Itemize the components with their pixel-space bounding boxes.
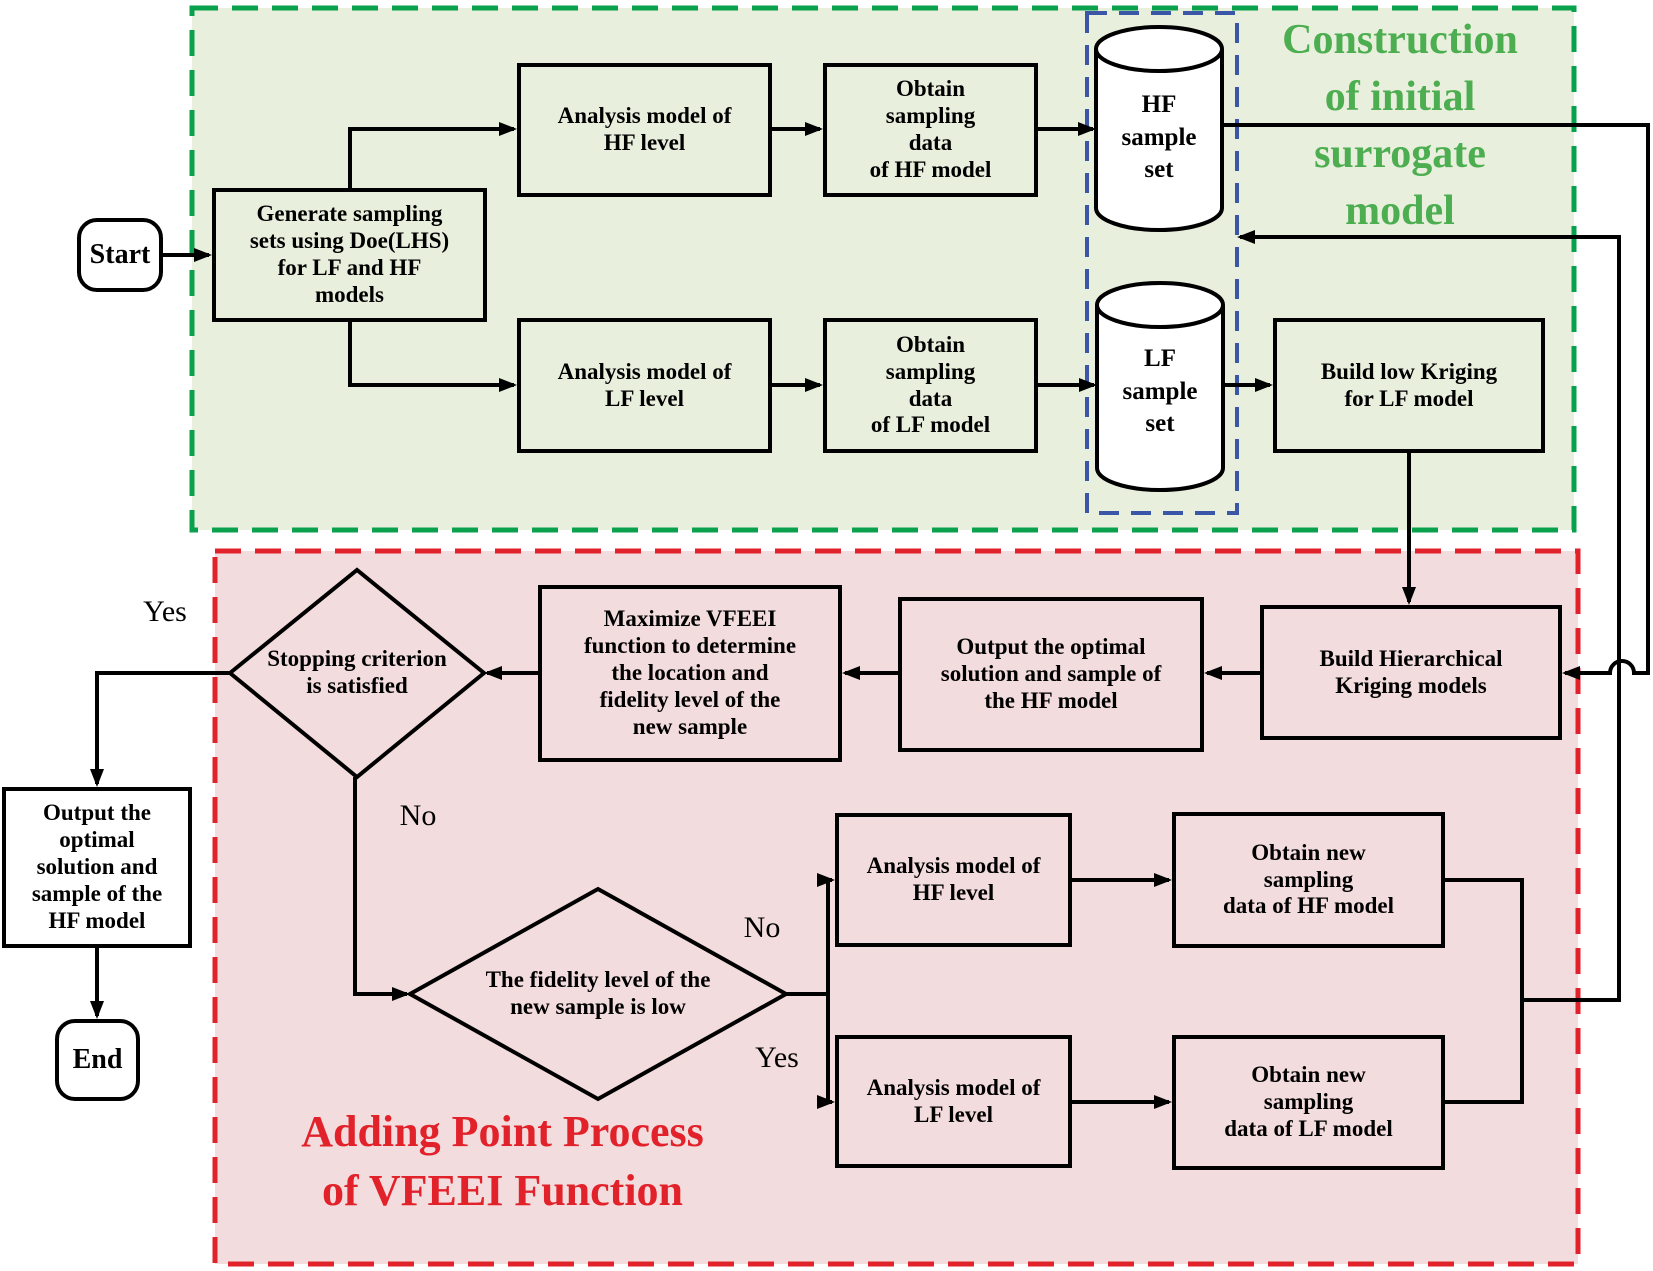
obtain-sampling-lf-node: Obtain sampling data of LF model [823,318,1038,453]
start-node: Start [77,218,163,292]
stopping-criterion-label: Stopping criterion is satisfied [267,646,447,698]
analysis-lf-bottom-node: Analysis model of LF level [835,1035,1072,1168]
arrow-stop-yes-to-output-left [90,671,230,787]
line-obtain-new-merge-bracket [1445,878,1524,1104]
arrow-fid-no-to-hf-analysis [817,873,835,994]
edge-label-yes-fidelity: Yes [755,1041,799,1074]
output-optimal-mid-node: Output the optimal solution and sample o… [898,597,1204,752]
output-optimal-left-label: Output the optimal solution and sample o… [31,800,163,933]
build-low-kriging-node: Build low Kriging for LF model [1273,318,1545,453]
analysis-lf-top-node: Analysis model of LF level [517,318,772,453]
end-node: End [55,1019,140,1101]
construction-region-title: Construction of initial surrogate model [1282,17,1518,234]
generate-sampling-label: Generate sampling sets using Doe(LHS) fo… [249,201,450,307]
obtain-sampling-lf-label: Obtain sampling data of LF model [870,331,991,438]
adding-point-region-title: Adding Point Process of VFEEI Function [301,1107,704,1215]
generate-sampling-node: Generate sampling sets using Doe(LHS) fo… [212,188,487,322]
start-label: Start [89,238,151,270]
obtain-sampling-hf-label: Obtain sampling data of HF model [869,76,992,182]
arrow-fid-yes-to-lf-analysis [817,994,835,1109]
analysis-hf-bottom-label: Analysis model of HF level [866,853,1041,905]
end-label: End [72,1043,123,1075]
obtain-new-hf-label: Obtain new sampling data of HF model [1223,839,1394,919]
hf-sample-set-label: HF sample set [1121,91,1197,184]
edge-label-no-stop: No [399,799,437,832]
analysis-lf-top-label: Analysis model of LF level [557,358,732,411]
analysis-hf-top-label: Analysis model of HF level [557,103,732,155]
obtain-sampling-hf-node: Obtain sampling data of HF model [823,63,1038,197]
obtain-new-lf-node: Obtain new sampling data of LF model [1172,1035,1445,1170]
analysis-hf-top-node: Analysis model of HF level [517,63,772,197]
maximize-vfeei-node: Maximize VFEEI function to determine the… [538,585,842,762]
maximize-vfeei-label: Maximize VFEEI function to determine the… [583,606,797,739]
analysis-lf-bottom-label: Analysis model of LF level [866,1074,1041,1127]
build-hierarchical-kriging-node: Build Hierarchical Kriging models [1260,605,1562,740]
output-optimal-mid-label: Output the optimal solution and sample o… [940,634,1162,713]
analysis-hf-bottom-node: Analysis model of HF level [835,813,1072,947]
arrow-generate-to-lf-analysis [348,322,517,392]
obtain-new-hf-node: Obtain new sampling data of HF model [1172,812,1445,948]
build-hierarchical-kriging-label: Build Hierarchical Kriging models [1319,645,1503,698]
build-low-kriging-label: Build low Kriging for LF model [1320,358,1498,411]
lf-sample-set-label: LF sample set [1122,345,1198,438]
arrow-generate-to-hf-analysis [348,122,517,188]
edge-label-yes-stop: Yes [143,595,187,628]
edge-label-no-fidelity: No [743,911,781,944]
fidelity-level-label: The fidelity level of the new sample is … [485,967,711,1019]
output-optimal-left-node: Output the optimal solution and sample o… [2,787,192,948]
obtain-new-lf-label: Obtain new sampling data of LF model [1224,1062,1393,1141]
